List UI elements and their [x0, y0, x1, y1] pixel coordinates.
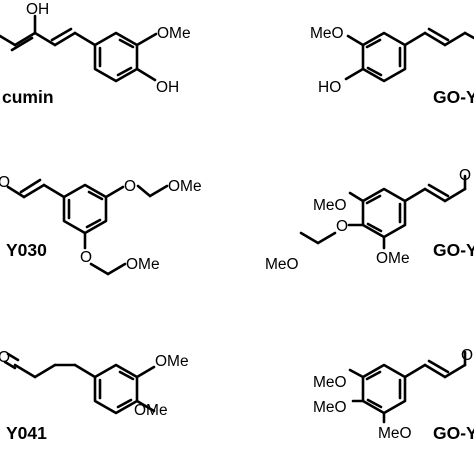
curcumin-methoxy-label: OMe: [157, 25, 191, 42]
compound-go-y-3: O MeO MeO MeO GO-Y: [313, 347, 474, 443]
go-y-2-name: GO-Y: [433, 240, 474, 260]
y030-carbonyl-o-label: O: [0, 174, 10, 191]
compound-go-y-1: MeO HO GO-Y: [310, 25, 474, 107]
go-y-2-carbonyl-o-label: O: [459, 167, 471, 184]
curcumin-bonds: [0, 14, 158, 83]
y030-ether-o-label-1: O: [124, 178, 136, 195]
go-y-1-methoxy-label: MeO: [310, 25, 344, 42]
go-y-3-bonds: [348, 350, 467, 424]
compound-y041: O OMe OMe Y041: [0, 349, 189, 443]
y041-name: Y041: [6, 423, 47, 443]
go-y-2-bonds: [299, 174, 467, 250]
y041-methoxy-label-2: OMe: [134, 402, 168, 419]
y030-ether-o-label-2: O: [80, 249, 92, 266]
go-y-3-methoxy-label-3: MeO: [378, 425, 412, 442]
go-y-2-ether-o-label: O: [336, 218, 348, 235]
go-y-1-hydroxyl-label: HO: [318, 79, 341, 96]
y041-carbonyl-o-label: O: [0, 349, 10, 366]
go-y-3-carbonyl-o-label: O: [461, 347, 473, 364]
go-y-3-methoxy-label-1: MeO: [313, 374, 347, 391]
y030-methoxy-label-2: OMe: [126, 256, 160, 273]
go-y-3-methoxy-label-2: MeO: [313, 399, 347, 416]
y041-bonds: [3, 352, 156, 415]
go-y-1-name: GO-Y: [433, 87, 474, 107]
y041-methoxy-label-1: OMe: [155, 353, 189, 370]
go-y-2-methoxy-top-label: MeO: [313, 197, 347, 214]
compound-go-y-2: O MeO O MeO OMe GO-Y: [265, 167, 474, 273]
y030-name: Y030: [6, 240, 47, 260]
curcumin-hydroxyl-label: OH: [26, 1, 49, 18]
go-y-3-name: GO-Y: [433, 423, 474, 443]
compound-curcumin: OH OMe OH cumin: [0, 1, 191, 107]
go-y-1-bonds: [344, 27, 474, 83]
y030-bonds: [6, 178, 169, 276]
y030-methoxy-label-1: OMe: [168, 178, 202, 195]
go-y-2-methoxy-bottom-label: OMe: [376, 250, 410, 267]
curcumin-name: cumin: [2, 87, 54, 107]
curcumin-ring-hydroxyl-label: OH: [156, 79, 179, 96]
compound-y030: O O OMe O OMe Y030: [0, 174, 202, 276]
go-y-2-methoxy-left-label: MeO: [265, 256, 299, 273]
